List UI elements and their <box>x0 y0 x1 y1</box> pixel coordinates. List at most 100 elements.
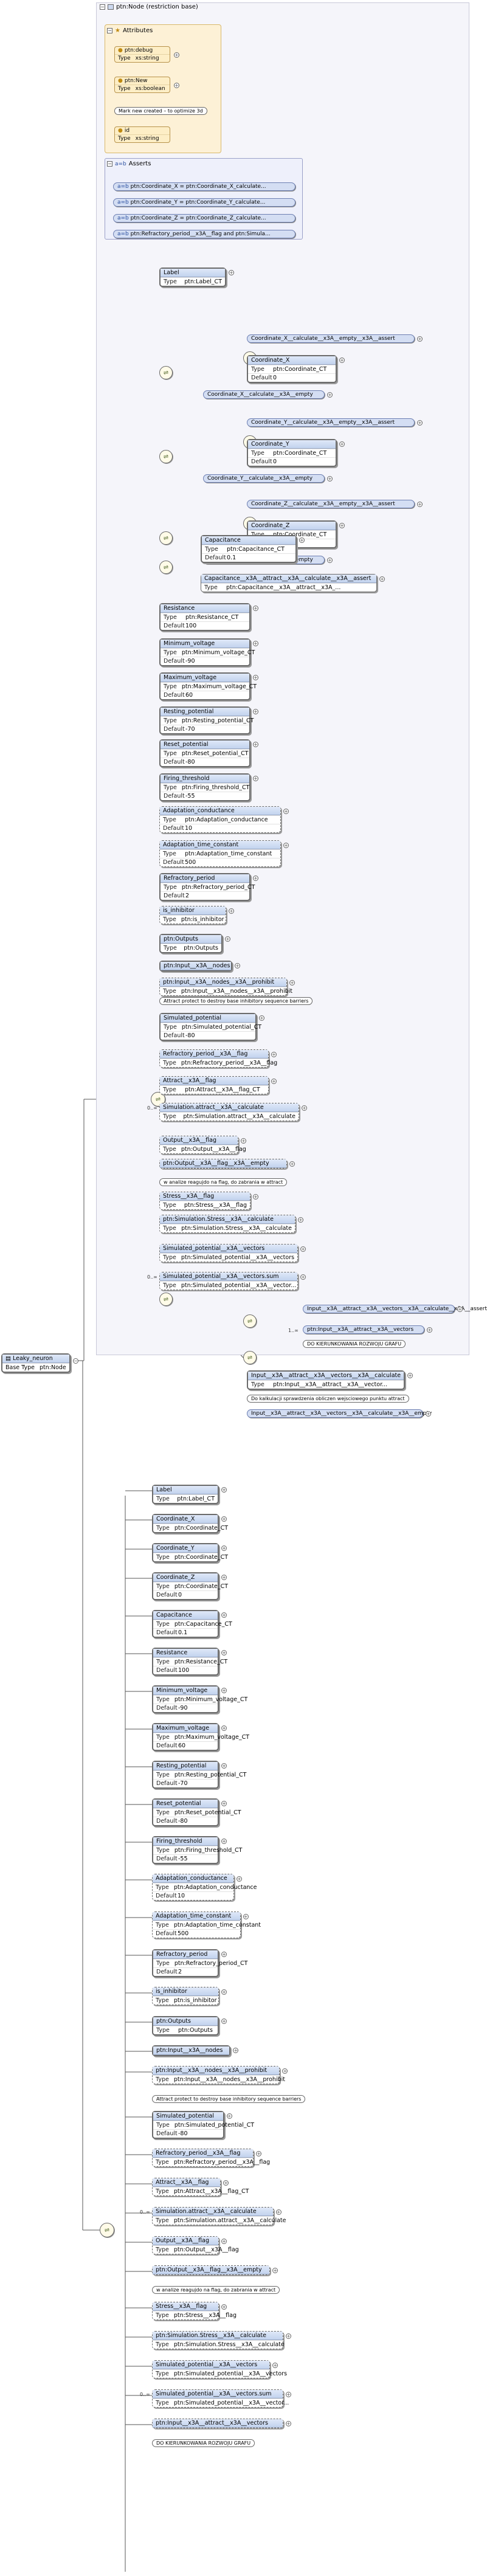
element-out-empty[interactable]: ptn:Output__x3A__flag__x3A__empty <box>159 1159 287 1169</box>
expand-icon[interactable]: + <box>339 357 345 363</box>
bottom-element[interactable]: ptn:Output__x3A__flag__x3A__empty <box>152 2265 271 2275</box>
expand-icon[interactable]: + <box>221 1763 227 1769</box>
assert-item[interactable]: a=b ptn:Coordinate_Y = ptn:Coordinate_Y_… <box>113 198 295 207</box>
expand-icon[interactable]: + <box>221 1688 227 1693</box>
expand-icon[interactable]: + <box>221 1612 227 1618</box>
expand-icon[interactable]: + <box>407 1373 413 1378</box>
expand-icon[interactable]: + <box>417 420 423 426</box>
expand-icon[interactable]: + <box>221 1801 227 1806</box>
expand-icon[interactable]: + <box>223 2180 229 2186</box>
bottom-element[interactable]: ptn:Input__x3A__nodes <box>152 2045 231 2056</box>
expand-icon[interactable]: + <box>339 441 345 447</box>
input-assert-pill[interactable]: Input__x3A__attract__x3A__vectors__x3A__… <box>303 1305 487 1313</box>
expand-icon[interactable]: + <box>221 2239 227 2244</box>
expand-icon[interactable]: + <box>300 1246 306 1252</box>
expand-icon[interactable]: + <box>283 809 289 814</box>
expand-icon[interactable]: + <box>327 392 333 398</box>
expand-icon[interactable]: + <box>272 2268 278 2273</box>
expand-icon[interactable]: + <box>275 2209 281 2215</box>
calculate-assert-pill[interactable]: Coordinate_Y__calculate__x3A__empty__x3A… <box>247 418 415 427</box>
sequence-compositor-icon[interactable]: ⇌ <box>243 1351 257 1364</box>
assert-item[interactable]: a=b ptn:Coordinate_X = ptn:Coordinate_X_… <box>113 182 295 191</box>
expand-icon[interactable]: + <box>221 1989 227 1995</box>
expand-icon[interactable]: + <box>226 2113 232 2119</box>
expand-icon[interactable]: + <box>253 709 258 714</box>
expand-icon[interactable]: + <box>285 2421 291 2426</box>
expand-icon[interactable]: + <box>327 558 333 563</box>
expand-icon[interactable]: + <box>253 776 258 781</box>
expand-icon[interactable]: + <box>285 2333 291 2339</box>
expand-icon[interactable]: + <box>282 2068 288 2074</box>
input-vectors-pill[interactable]: ptn:Input__x3A__attract__x3A__vectors <box>303 1325 424 1334</box>
element-input-calculate[interactable]: Input__x3A__attract__x3A__vectors__x3A__… <box>247 1370 405 1390</box>
expand-icon[interactable]: + <box>253 875 258 881</box>
expand-icon[interactable]: + <box>298 1217 303 1223</box>
expand-icon[interactable]: + <box>229 908 234 914</box>
expand-icon[interactable]: + <box>235 963 240 969</box>
expand-icon[interactable]: + <box>339 523 345 528</box>
expand-icon[interactable]: + <box>289 1161 295 1167</box>
expand-icon[interactable]: + <box>426 1411 431 1417</box>
sequence-compositor-icon[interactable]: ⇌ <box>100 2223 114 2237</box>
element-inputs[interactable]: ptn:Input__x3A__nodes <box>159 961 232 972</box>
sequence-compositor-icon[interactable]: ⇌ <box>159 1293 173 1306</box>
expand-icon[interactable]: + <box>225 936 230 942</box>
expand-icon[interactable]: + <box>221 1575 227 1580</box>
sequence-compositor-icon[interactable]: ⇌ <box>159 450 173 463</box>
assert-item[interactable]: a=b ptn:Coordinate_Z = ptn:Coordinate_Z_… <box>113 214 295 223</box>
sequence-compositor-icon[interactable]: ⇌ <box>243 1314 257 1328</box>
expand-icon[interactable]: − <box>73 1358 78 1364</box>
expand-icon[interactable]: + <box>243 1914 249 1919</box>
expand-icon[interactable]: + <box>302 1105 307 1111</box>
expand-icon[interactable]: + <box>174 52 179 58</box>
collapse-attributes-icon[interactable]: − <box>107 28 112 33</box>
expand-icon[interactable]: + <box>221 1516 227 1522</box>
sequence-compositor-icon[interactable]: ⇌ <box>159 366 173 379</box>
expand-icon[interactable]: + <box>259 1015 264 1021</box>
expand-icon[interactable]: + <box>253 641 258 646</box>
expand-icon[interactable]: + <box>272 2363 278 2368</box>
expand-icon[interactable]: + <box>299 537 305 543</box>
expand-icon[interactable]: + <box>233 2048 239 2053</box>
expand-icon[interactable]: + <box>236 1876 242 1882</box>
expand-icon[interactable]: + <box>221 1487 227 1493</box>
